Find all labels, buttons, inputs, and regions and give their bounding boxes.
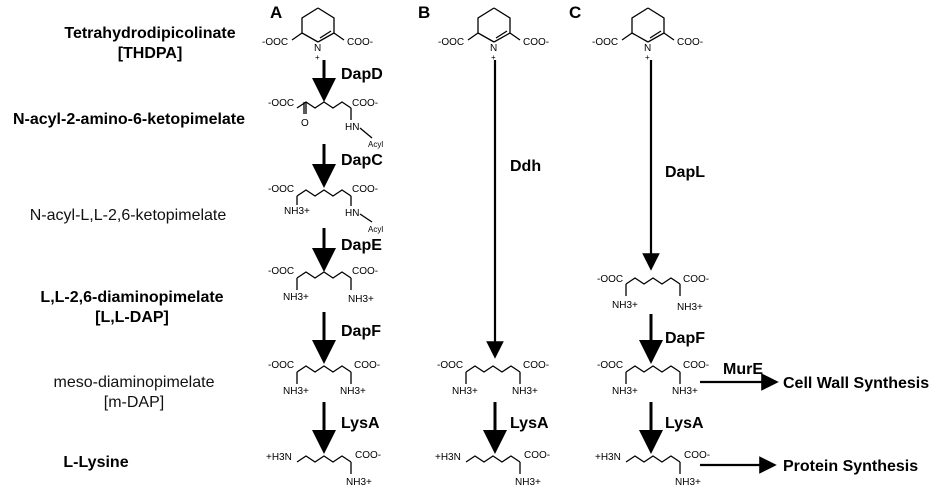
s5-nh3: NH3+ bbox=[346, 477, 372, 488]
enzyme-dapf-a: DapF bbox=[341, 323, 381, 340]
enzyme-lysa-c: LysA bbox=[665, 415, 704, 432]
ring-b-n: N bbox=[490, 43, 497, 54]
c-ll-nh3-left: NH3+ bbox=[612, 300, 638, 311]
s1-acyl: Acyl bbox=[368, 140, 383, 149]
ring-plus: + bbox=[315, 53, 320, 62]
s5-h3n: +H3N bbox=[266, 452, 292, 463]
meso-dap-structure-b: -OOC COO- NH3+ NH3+ bbox=[437, 360, 549, 397]
lysine-structure-c: +H3N COO- NH3+ bbox=[595, 450, 710, 488]
c-ll-nh3-right: NH3+ bbox=[677, 302, 703, 313]
c-meso-nh3-right: NH3+ bbox=[672, 386, 698, 397]
b-lys-h3n: +H3N bbox=[435, 452, 461, 463]
s2-coo-left: -OOC bbox=[268, 184, 294, 195]
ring-c-coo-left: -OOC bbox=[592, 37, 618, 48]
c-meso-coo-right: COO- bbox=[683, 360, 709, 371]
ring-n: N bbox=[314, 43, 321, 54]
compound-thdpa-name: Tetrahydrodipicolinate bbox=[64, 25, 235, 42]
b-meso-nh3-left: NH3+ bbox=[452, 386, 478, 397]
b-meso-coo-right: COO- bbox=[523, 360, 549, 371]
meso-dap-structure-c: -OOC COO- NH3+ NH3+ bbox=[597, 360, 709, 397]
s2-acyl: Acyl bbox=[368, 225, 383, 234]
meso-dap-structure-a: -OOC COO- NH3+ NH3+ bbox=[268, 360, 380, 397]
s3-nh3-right: NH3+ bbox=[348, 294, 374, 305]
c-meso-nh3-left: NH3+ bbox=[612, 386, 638, 397]
b-lys-nh3: NH3+ bbox=[515, 477, 541, 488]
enzyme-dapd: DapD bbox=[341, 66, 383, 83]
panel-label-c: C bbox=[569, 3, 581, 22]
c-ll-coo-left: -OOC bbox=[597, 274, 623, 285]
enzyme-dapc: DapC bbox=[341, 152, 383, 169]
s3-nh3-left: NH3+ bbox=[283, 292, 309, 303]
s3-coo-right: COO- bbox=[352, 266, 378, 277]
ring-c-coo-right: COO- bbox=[677, 37, 703, 48]
enzyme-dapl: DapL bbox=[665, 164, 705, 181]
s4-nh3-left: NH3+ bbox=[283, 386, 309, 397]
s2-hn: HN bbox=[345, 208, 359, 219]
b-lys-coo-right: COO- bbox=[524, 450, 550, 461]
c-ll-coo-right: COO- bbox=[683, 274, 709, 285]
compound-ll-dap-abbr: [L,L-DAP] bbox=[95, 309, 169, 326]
thdpa-structure-c: -OOC COO- N + bbox=[592, 7, 703, 62]
s4-coo-left: -OOC bbox=[268, 360, 294, 371]
panel-label-b: B bbox=[418, 3, 430, 22]
compound-meso-dap-abbr: [m-DAP] bbox=[104, 394, 164, 411]
enzyme-dapf-c: DapF bbox=[665, 330, 705, 347]
b-meso-nh3-right: NH3+ bbox=[512, 386, 538, 397]
acyl-ll-ketopimelate-structure: -OOC COO- NH3+ HN Acyl bbox=[268, 184, 383, 234]
s1-coo-left: -OOC bbox=[268, 98, 294, 109]
ring-b-plus: + bbox=[491, 53, 496, 62]
s3-coo-left: -OOC bbox=[268, 266, 294, 277]
s1-hn: HN bbox=[345, 122, 359, 133]
compound-acyl-ll-ketopimelate: N-acyl-L,L-2,6-ketopimelate bbox=[30, 207, 227, 224]
compound-ll-dap-name: L,L-2,6-diaminopimelate bbox=[40, 289, 223, 306]
lysine-structure-b: +H3N COO- NH3+ bbox=[435, 450, 550, 488]
compound-l-lysine: L-Lysine bbox=[63, 454, 128, 471]
s4-nh3-right: NH3+ bbox=[340, 386, 366, 397]
compound-meso-dap-name: meso-diaminopimelate bbox=[54, 374, 215, 391]
enzyme-mure: MurE bbox=[723, 361, 763, 378]
c-lys-coo-right: COO- bbox=[684, 450, 710, 461]
compound-acyl-amino-ketopimelate: N-acyl-2-amino-6-ketopimelate bbox=[13, 111, 245, 128]
enzyme-ddh: Ddh bbox=[510, 158, 541, 175]
s5-coo-right: COO- bbox=[355, 450, 381, 461]
enzyme-dape: DapE bbox=[341, 237, 382, 254]
s2-coo-right: COO- bbox=[352, 184, 378, 195]
thdpa-structure: -OOC COO- N + bbox=[262, 7, 373, 62]
enzyme-lysa-a: LysA bbox=[341, 415, 380, 432]
compound-thdpa-abbr: [THDPA] bbox=[118, 45, 183, 62]
output-protein: Protein Synthesis bbox=[783, 458, 918, 475]
s2-nh3: NH3+ bbox=[284, 206, 310, 217]
b-meso-coo-left: -OOC bbox=[437, 360, 463, 371]
panel-label-a: A bbox=[270, 3, 282, 22]
lysine-structure-a: +H3N COO- NH3+ bbox=[266, 450, 381, 488]
s1-oxygen: O bbox=[301, 118, 309, 129]
ring-coo-right: COO- bbox=[347, 37, 373, 48]
c-lys-h3n: +H3N bbox=[595, 452, 621, 463]
s4-coo-right: COO- bbox=[354, 360, 380, 371]
ll-dap-structure-c: -OOC COO- NH3+ NH3+ bbox=[597, 274, 709, 313]
c-meso-coo-left: -OOC bbox=[597, 360, 623, 371]
c-lys-nh3: NH3+ bbox=[675, 477, 701, 488]
ring-coo-left: -OOC bbox=[262, 37, 288, 48]
ring-b-coo-right: COO- bbox=[523, 37, 549, 48]
ring-b-coo-left: -OOC bbox=[438, 37, 464, 48]
output-cell-wall: Cell Wall Synthesis bbox=[783, 375, 929, 392]
ring-c-plus: + bbox=[645, 53, 650, 62]
ring-c-n: N bbox=[644, 43, 651, 54]
enzyme-lysa-b: LysA bbox=[510, 415, 549, 432]
ll-dap-structure-a: -OOC COO- NH3+ NH3+ bbox=[268, 266, 378, 305]
s1-coo-right: COO- bbox=[352, 98, 378, 109]
thdpa-structure-b: -OOC COO- N + bbox=[438, 7, 549, 62]
acyl-amino-ketopimelate-structure: -OOC COO- O HN Acyl bbox=[268, 98, 383, 149]
